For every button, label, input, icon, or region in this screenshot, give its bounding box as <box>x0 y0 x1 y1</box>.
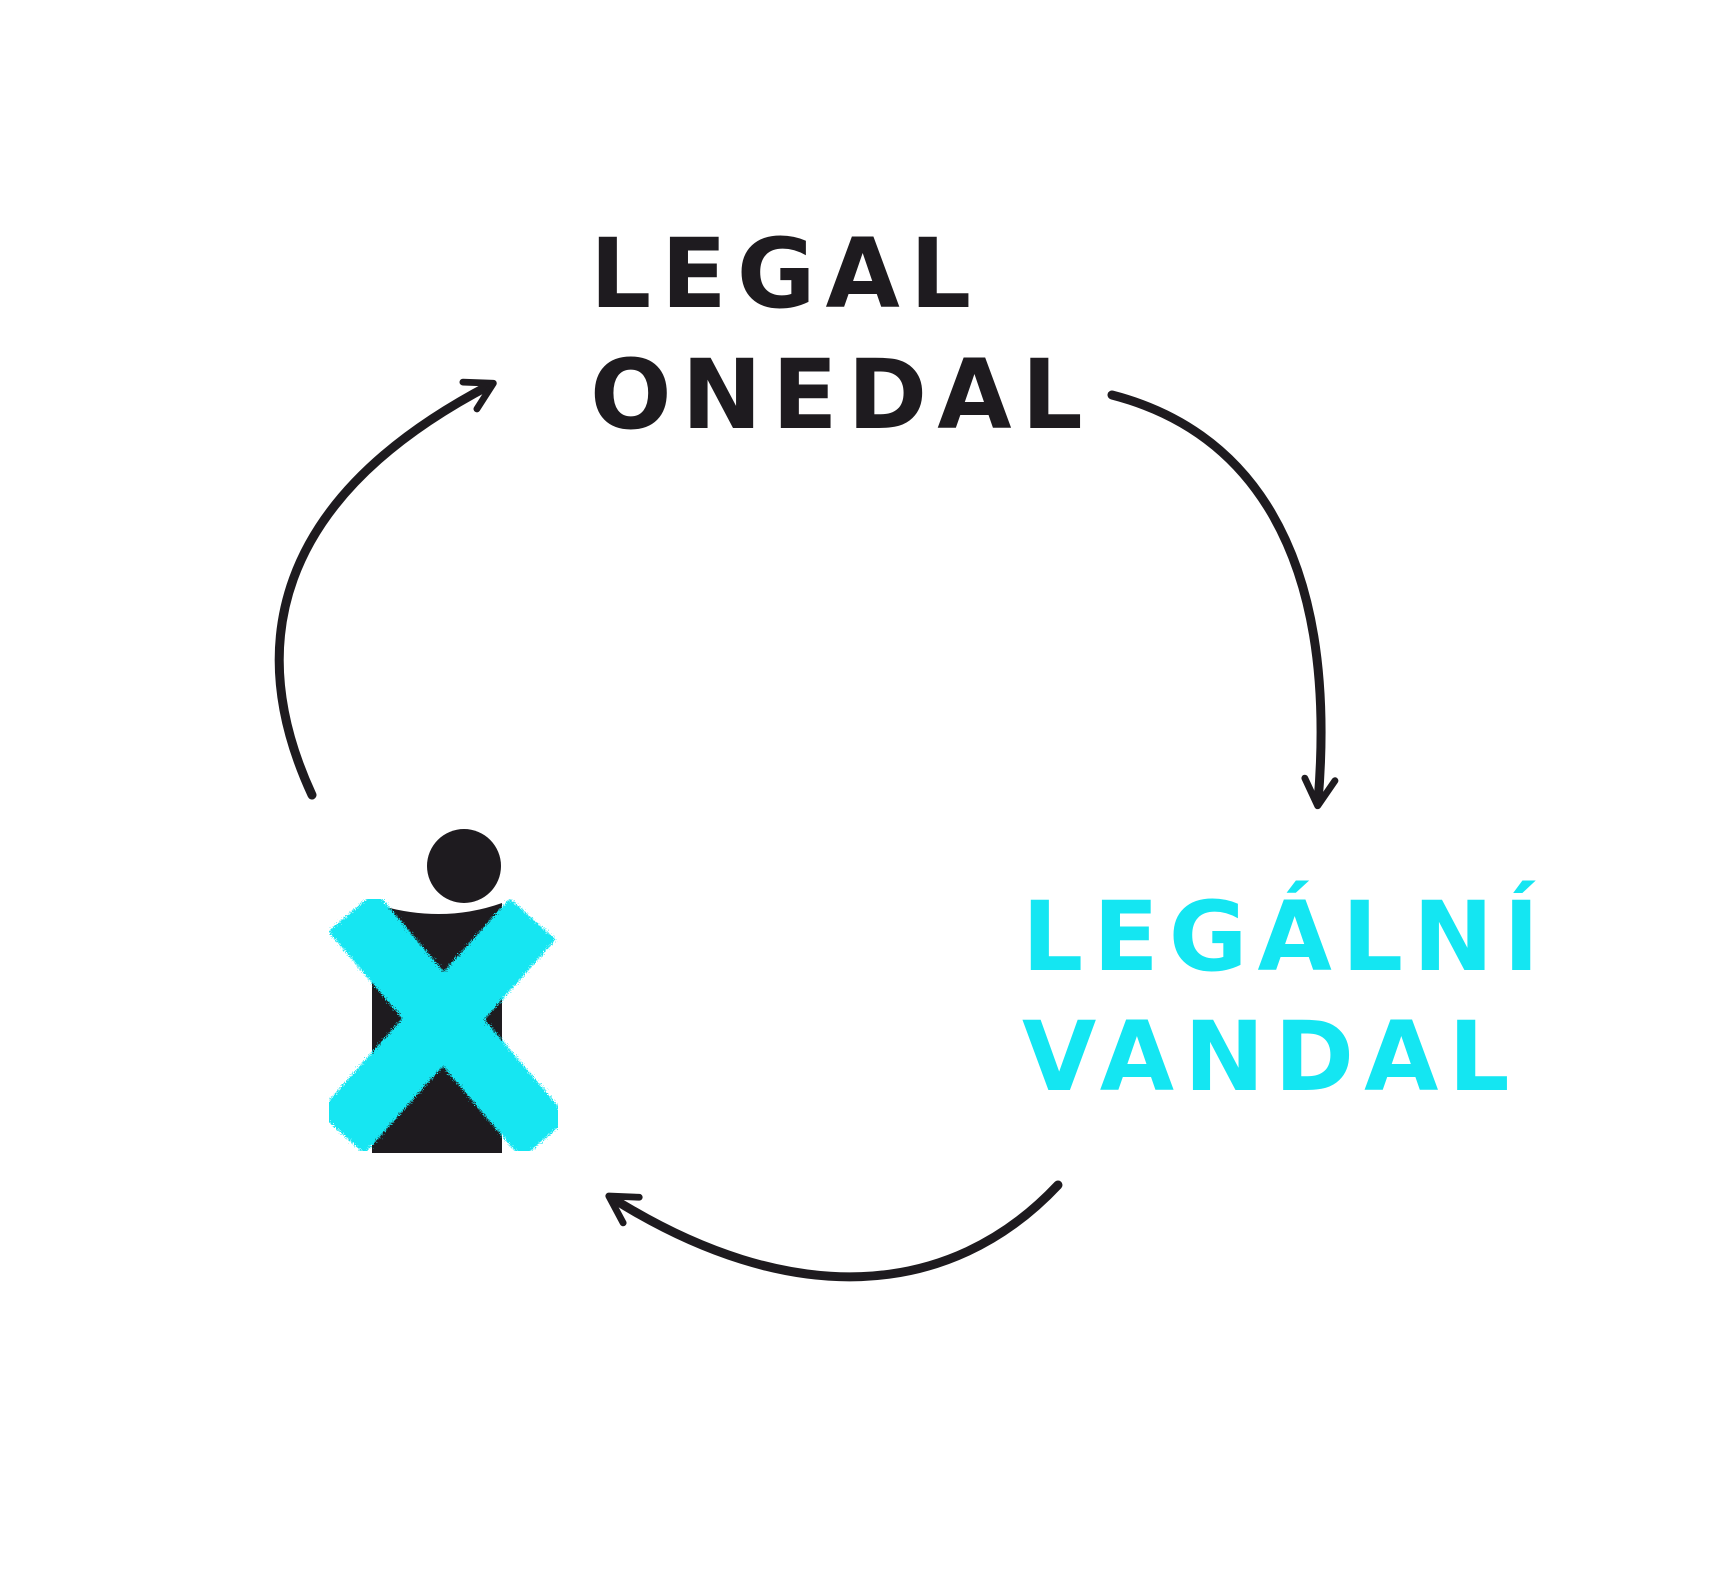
arrow-bottom-icon <box>605 1180 1063 1282</box>
info-dot-icon <box>427 829 501 903</box>
legalni-label: LEGÁLNÍ <box>1022 881 1550 993</box>
cyan-cross-icon <box>318 891 569 1159</box>
vandal-label: VANDAL <box>1022 1001 1520 1113</box>
arrow-top-right-icon <box>1107 390 1339 810</box>
crossed-info-icon <box>318 829 569 1159</box>
legal-label: LEGAL <box>590 218 982 330</box>
arrow-left-icon <box>274 378 497 800</box>
onedal-label: ONEDAL <box>590 339 1093 451</box>
